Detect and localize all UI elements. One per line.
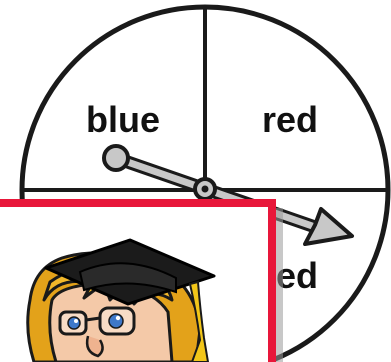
arrow-pivot-center: [202, 186, 209, 193]
tutor-card: [0, 203, 283, 362]
eye-right-highlight: [116, 316, 120, 320]
glasses-bridge: [86, 318, 100, 320]
section-label-top-right: red: [262, 99, 318, 140]
eye-right: [109, 314, 123, 328]
eye-left-highlight: [74, 319, 78, 323]
section-label-top-left: blue: [86, 99, 160, 140]
eye-left: [68, 317, 80, 329]
arrow-tail-knob: [104, 146, 128, 170]
